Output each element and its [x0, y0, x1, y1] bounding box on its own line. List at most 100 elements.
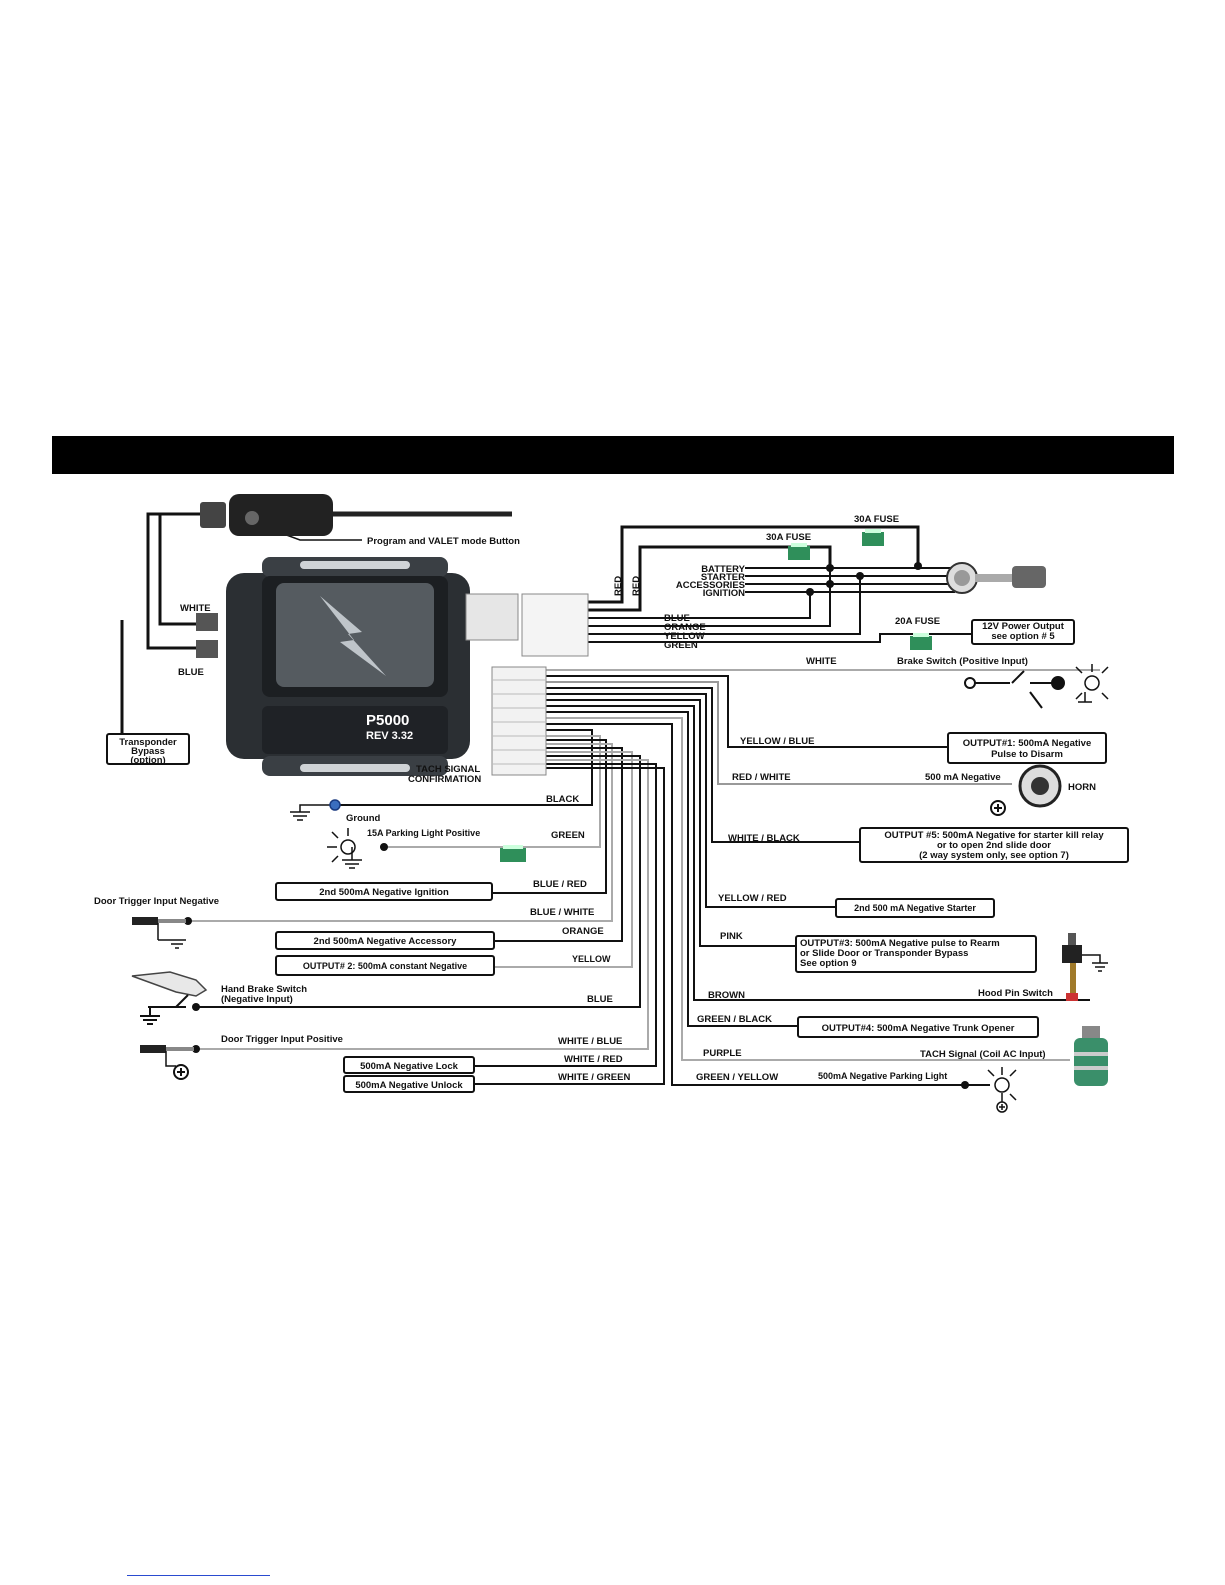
door-positive-label: Door Trigger Input Positive [221, 1034, 343, 1045]
yellow-wire-label: YELLOW [572, 954, 611, 964]
harness-connectors [465, 593, 589, 776]
button-unit[interactable] [200, 494, 512, 536]
wire-purple [545, 717, 1070, 1061]
output3-line-2: or Slide Door or Transponder Bypass [800, 948, 968, 959]
ignition-switch-icon [946, 562, 1046, 594]
ignition-coil-icon [1074, 1026, 1108, 1086]
output1-line-2: Pulse to Disarm [991, 749, 1063, 760]
brake-wire-label: WHITE [806, 656, 837, 667]
hand-brake-line-1: Hand Brake Switch [221, 984, 307, 995]
terminal-battery: BATTERY [701, 564, 745, 575]
output4-label: OUTPUT#4: 500mA Negative Trunk Opener [822, 1023, 1015, 1034]
blue-wire-label: BLUE [587, 994, 613, 1005]
wire-red-white [545, 681, 1012, 785]
white-blue-label: WHITE / BLUE [558, 1036, 622, 1047]
black-wire-label: BLACK [546, 794, 579, 805]
wire-white-black [545, 687, 860, 843]
transponder-line-2: Bypass [131, 746, 165, 757]
yellow-red-label: YELLOW / RED [718, 893, 787, 904]
wire-yellow-left [494, 751, 633, 968]
terminal-ignition: IGNITION [703, 588, 745, 599]
module-revision: REV 3.32 [366, 730, 413, 742]
horn-negative-label: 500 mA Negative [925, 772, 1001, 783]
wire-red-1 [588, 525, 920, 604]
output2-label: OUTPUT# 2: 500mA constant Negative [303, 961, 467, 971]
power-output-box [971, 619, 1075, 645]
starter2-box [835, 898, 995, 918]
wire-orange-left [494, 747, 623, 942]
parking-light-bulb-icon [987, 1067, 1017, 1113]
green-black-label: GREEN / BLACK [697, 1014, 772, 1025]
blue-white-label: BLUE / WHITE [530, 907, 594, 918]
unlock-label: 500mA Negative Unlock [355, 1080, 463, 1091]
wire-blue-white [186, 743, 613, 922]
purple-label: PURPLE [703, 1048, 742, 1059]
output1-line-1: OUTPUT#1: 500mA Negative [963, 738, 1091, 749]
transponder-line-1: Transponder [119, 737, 177, 748]
hand-brake-icon [131, 971, 208, 1025]
parking-ground-icon [342, 847, 362, 869]
wire-pink [545, 699, 796, 947]
brown-label: BROWN [708, 990, 745, 1001]
white-black-label: WHITE / BLACK [728, 833, 800, 844]
green-yellow-label: GREEN / YELLOW [696, 1072, 778, 1083]
fuse-20a [910, 633, 932, 650]
fuse-30a-right-label: 30A FUSE [854, 514, 899, 525]
tach-input-label: TACH Signal (Coil AC Input) [920, 1049, 1046, 1060]
wire-blue [588, 592, 811, 619]
horn-icon [990, 764, 1062, 816]
brake-light-bulb-icon [1075, 664, 1109, 703]
tach-confirmation-line-1: TACH SIGNAL [416, 764, 480, 775]
control-module [226, 557, 470, 776]
unlock-box [343, 1075, 475, 1093]
wire-button-loop [146, 512, 205, 650]
starter2-label: 2nd 500 mA Negative Starter [854, 903, 976, 913]
power-output-line-1: 12V Power Output [982, 621, 1065, 632]
ring-terminal-icon [329, 799, 341, 811]
wire-white-red [474, 763, 657, 1067]
wire-yellow [588, 576, 861, 635]
white-red-label: WHITE / RED [564, 1054, 623, 1065]
hood-pin-label: Hood Pin Switch [978, 988, 1053, 999]
hand-brake-line-2: (Negative Input) [221, 994, 293, 1005]
orange-wire-label: ORANGE [562, 926, 604, 937]
ignition2-box [275, 882, 493, 901]
fuse-15a [500, 845, 526, 862]
wire-red-2 [588, 545, 832, 612]
wire-white-green [474, 767, 665, 1085]
wire-blue-left [196, 755, 641, 1008]
footer-link-underline [127, 1575, 270, 1576]
wire-white-loop [158, 514, 205, 626]
output3-box [795, 935, 1037, 973]
output4-box [797, 1016, 1039, 1038]
green-wire-label: GREEN [551, 830, 585, 841]
door-trigger-negative-icon [132, 917, 186, 949]
transponder-box [106, 733, 190, 765]
brake-switch-icon [964, 670, 1065, 709]
output5-line-3: (2 way system only, see option 7) [919, 850, 1069, 861]
power-wire-blue: BLUE [664, 613, 690, 624]
pink-label: PINK [720, 931, 743, 942]
fuse-15a-label: 15A Parking Light Positive [367, 828, 480, 838]
output3-line-1: OUTPUT#3: 500mA Negative pulse to Rearm [800, 938, 1000, 949]
wire-white-blue [196, 759, 649, 1050]
bypass-white-label: WHITE [180, 603, 211, 614]
wire-yellow-red [545, 693, 836, 908]
lock-box [343, 1056, 475, 1074]
accessory2-label: 2nd 500mA Negative Accessory [314, 936, 458, 947]
wire-green-left [380, 735, 601, 848]
output3-line-3: See option 9 [800, 958, 856, 969]
terminal-starter: STARTER [701, 572, 745, 583]
door-negative-label: Door Trigger Input Negative [94, 896, 219, 907]
power-wire-green: GREEN [664, 640, 698, 651]
bypass-connectors [196, 613, 218, 658]
wire-yellow-blue [545, 675, 948, 748]
tach-confirmation-line-2: CONFIRMATION [408, 774, 481, 785]
fuse-30a-left-label: 30A FUSE [766, 532, 811, 543]
red-wire-2-label: RED [631, 576, 642, 596]
door-trigger-positive-icon [140, 1045, 194, 1080]
ignition2-label: 2nd 500mA Negative Ignition [319, 887, 449, 898]
blue-red-label: BLUE / RED [533, 879, 587, 890]
power-wire-yellow: YELLOW [664, 631, 705, 642]
